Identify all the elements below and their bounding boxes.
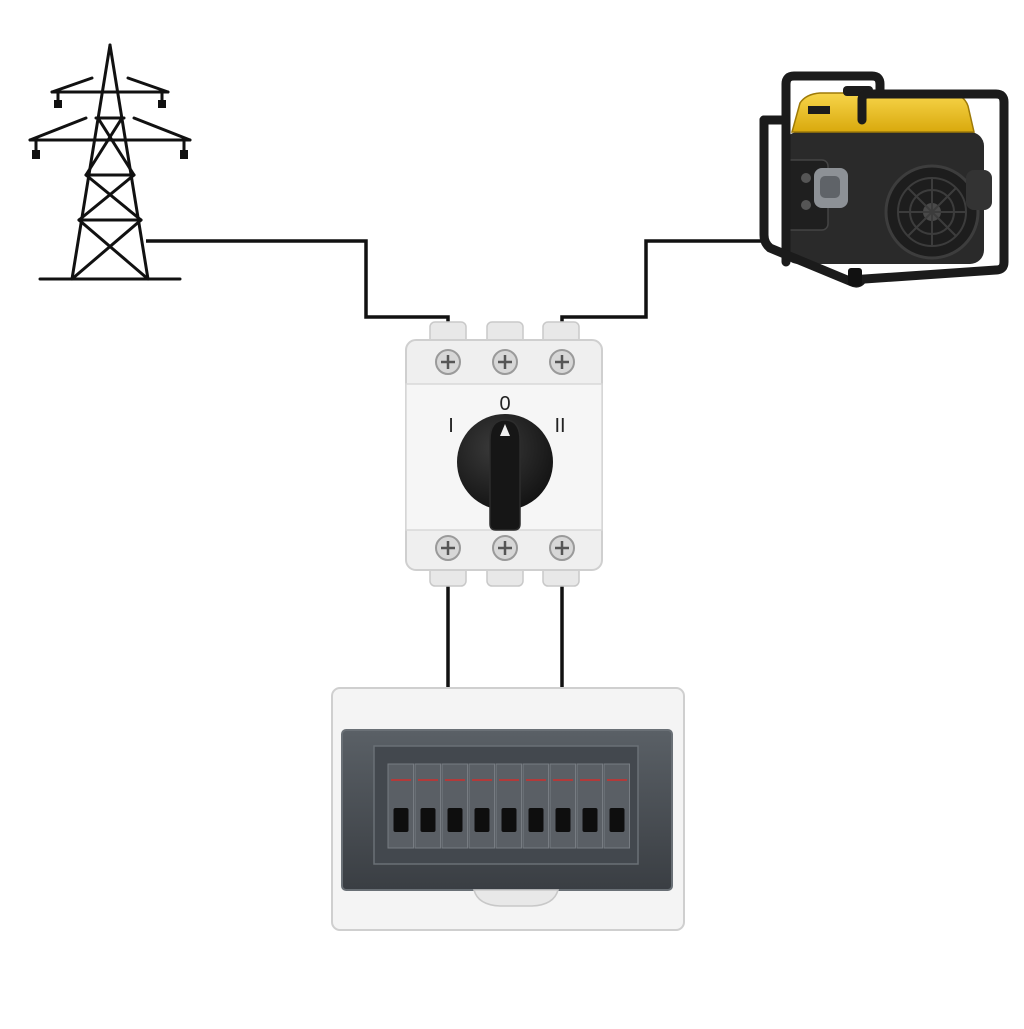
- screw-icon: [549, 349, 575, 375]
- pylon-insulators: [32, 100, 188, 159]
- circuit-breaker[interactable]: [441, 763, 468, 849]
- screw-icon: [435, 349, 461, 375]
- generator-wire: [560, 239, 762, 352]
- panel-cover-handle[interactable]: [473, 889, 559, 907]
- circuit-breaker[interactable]: [549, 763, 576, 849]
- switch-position-1-label: I: [448, 415, 454, 437]
- circuit-breaker[interactable]: [495, 763, 522, 849]
- circuit-breaker[interactable]: [387, 763, 414, 849]
- grid-wire: [146, 239, 450, 352]
- switch-position-0-label: 0: [499, 393, 510, 415]
- circuit-breaker[interactable]: [414, 763, 441, 849]
- generator-label-plate: [808, 106, 830, 114]
- power-pylon-icon: [28, 43, 192, 281]
- rotary-knob[interactable]: [457, 414, 553, 531]
- breaker-panel-icon: [331, 687, 685, 931]
- screw-icon: [549, 535, 575, 561]
- screw-icon: [492, 349, 518, 375]
- breaker-row: [387, 763, 630, 849]
- screw-icon: [435, 535, 461, 561]
- changeover-switch-icon[interactable]: I 0 II: [405, 321, 603, 587]
- circuit-breaker[interactable]: [522, 763, 549, 849]
- switch-position-2-label: II: [554, 415, 565, 437]
- circuit-breaker[interactable]: [468, 763, 495, 849]
- generator-frame: [781, 71, 885, 267]
- circuit-breaker[interactable]: [603, 763, 630, 849]
- circuit-breaker[interactable]: [576, 763, 603, 849]
- screw-icon: [492, 535, 518, 561]
- portable-generator-icon: [759, 71, 1009, 288]
